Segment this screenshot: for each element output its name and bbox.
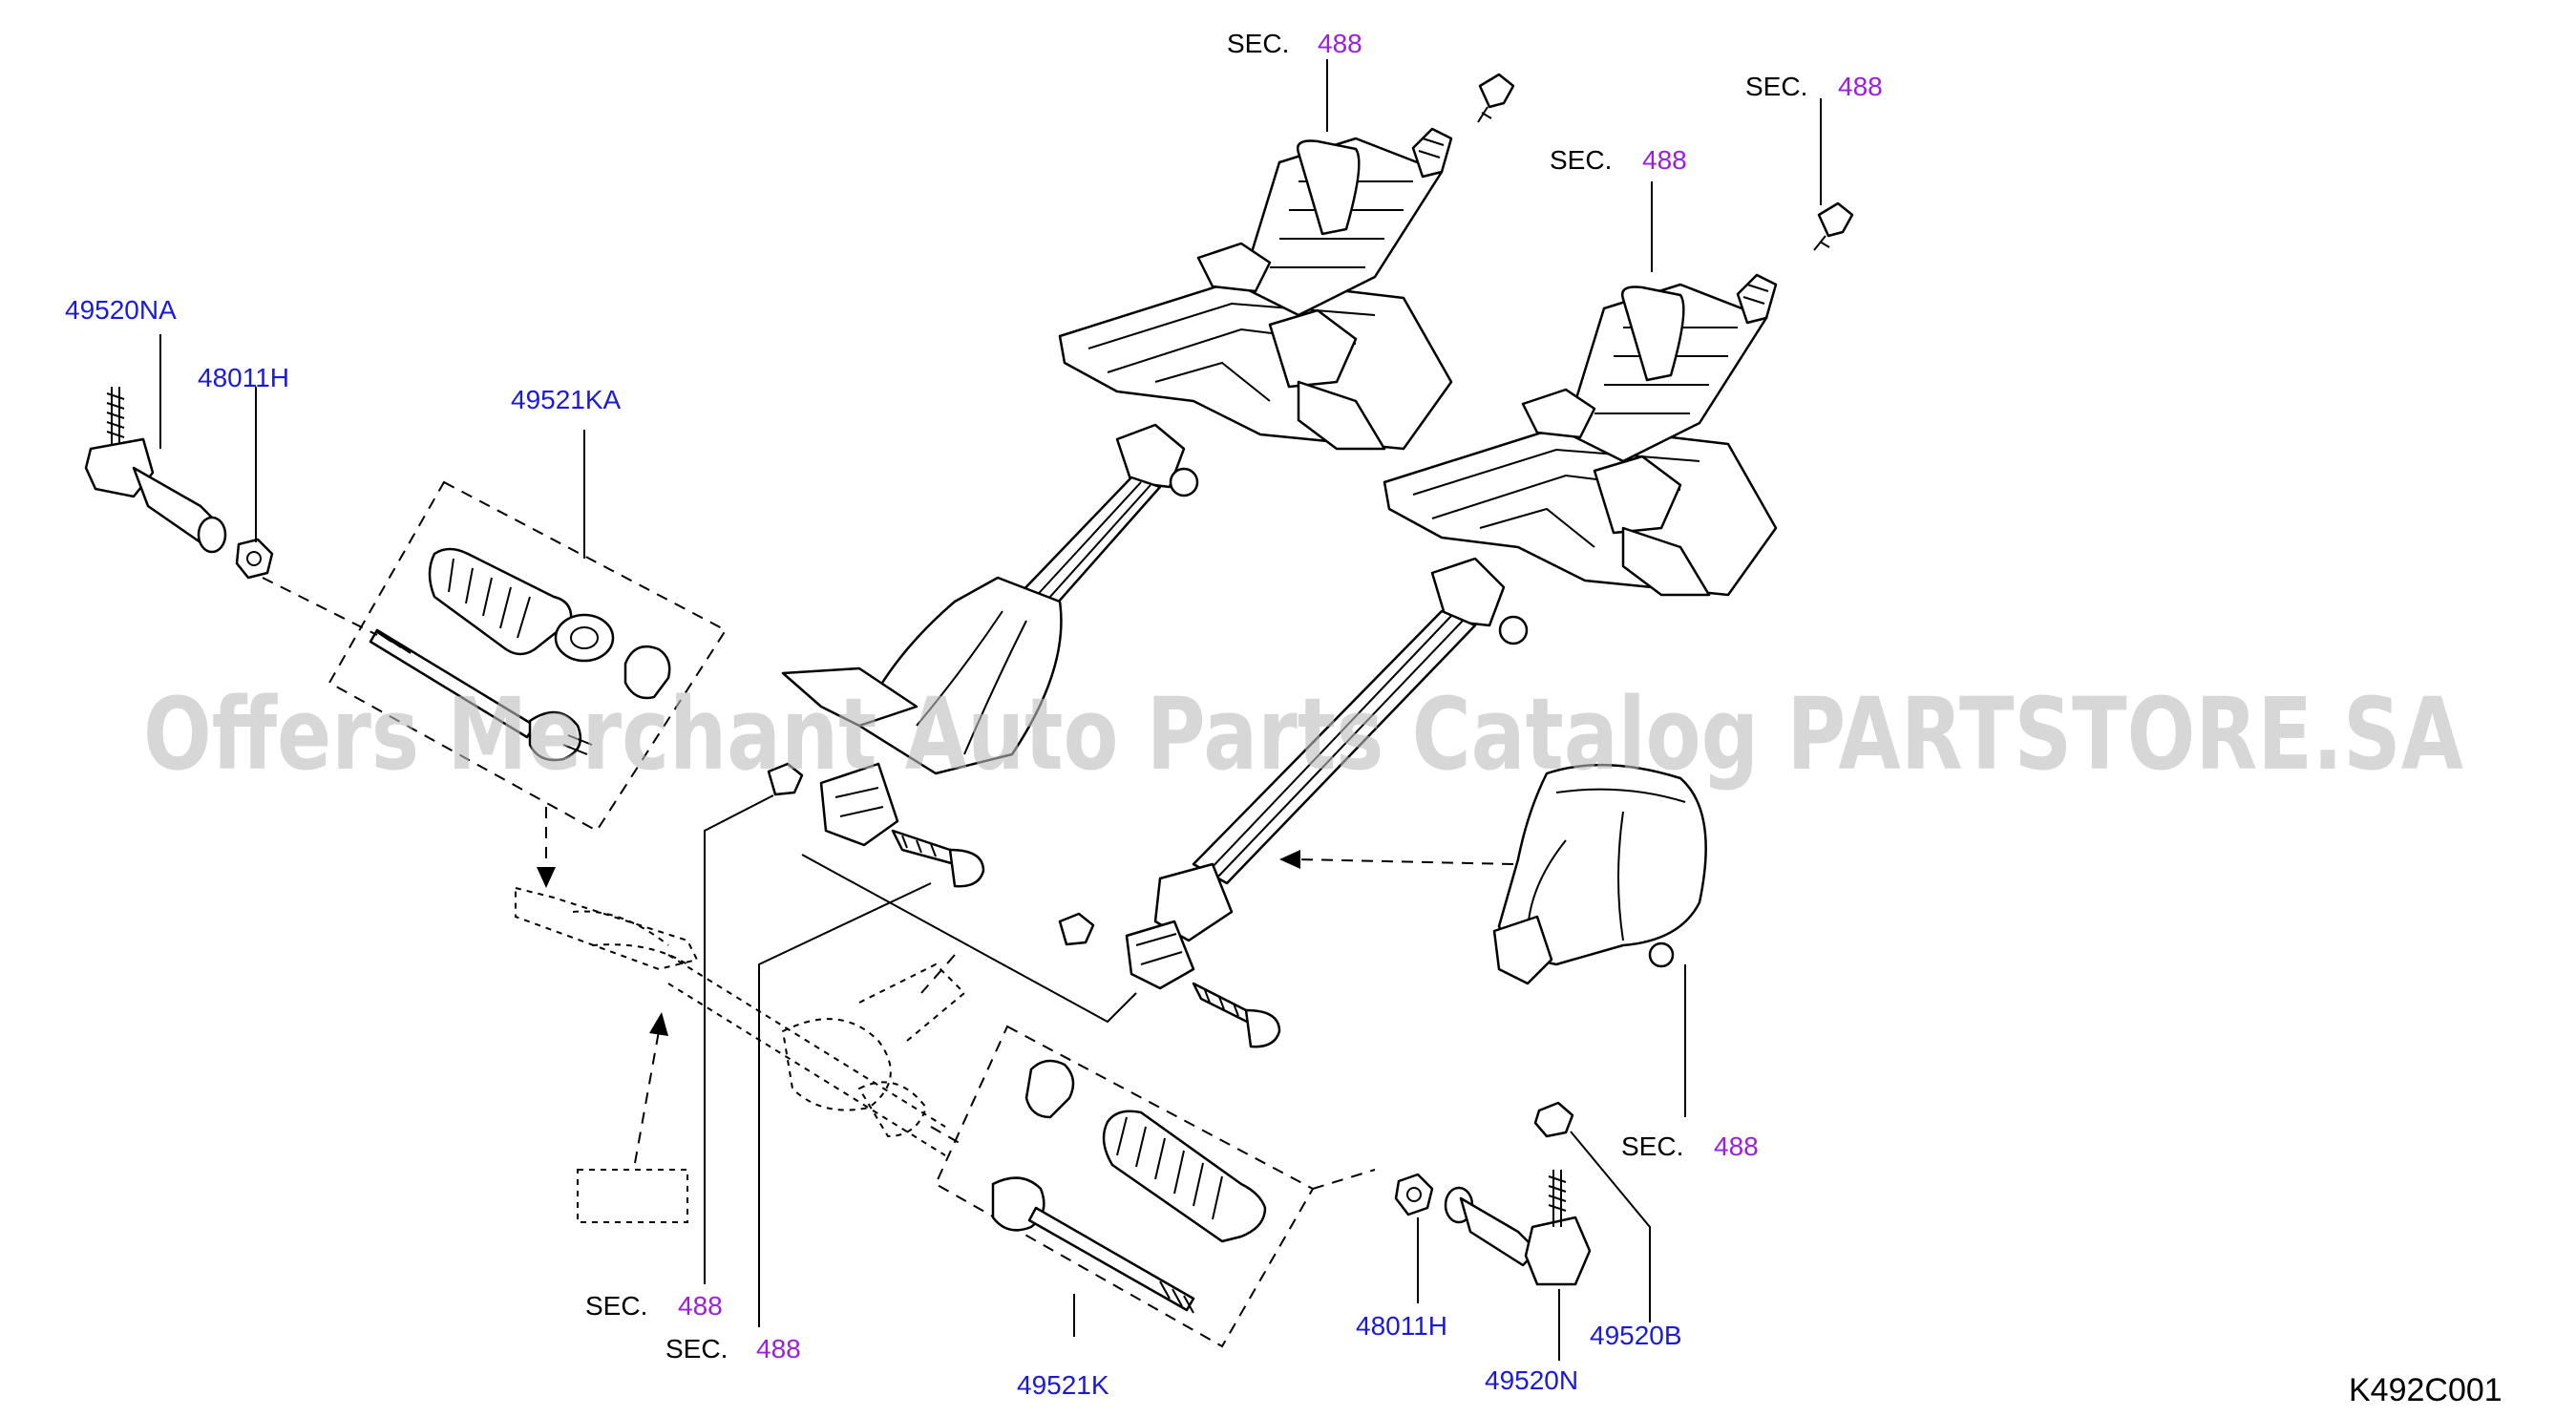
section-ref-middle-right[interactable]: SEC. 488 <box>1550 145 1687 175</box>
svg-text:SEC.: SEC. <box>1745 72 1807 101</box>
svg-text:49520N: 49520N <box>1485 1365 1578 1395</box>
bolt-top-lower[interactable] <box>1813 201 1854 251</box>
section-ref-bottom-left-1[interactable]: SEC. 488 <box>585 1291 723 1321</box>
dashed-link-gear-to-right-kit <box>920 954 965 1147</box>
steering-boot-left[interactable] <box>428 547 615 663</box>
part-label-48011H-right[interactable]: 48011H <box>1356 1311 1447 1341</box>
steering-column-assembly-lower[interactable] <box>1125 273 1778 990</box>
part-label-48011H-left[interactable]: 48011H <box>198 363 289 392</box>
tie-rod-end-outer-right[interactable] <box>1444 1170 1592 1286</box>
bolt-upper-column-lower[interactable] <box>891 829 985 888</box>
part-label-49521K[interactable]: 49521K <box>1017 1370 1109 1400</box>
section-ref-top-center[interactable]: SEC. 488 <box>1227 29 1362 58</box>
boot-clamp-right[interactable] <box>1024 1059 1075 1119</box>
section-ref-cover[interactable]: SEC. 488 <box>1621 1131 1759 1161</box>
arrow-cover-to-shaft <box>1279 850 1514 869</box>
dashed-link-tie-rods <box>262 577 1376 1190</box>
diagram-code: K492C001 <box>2349 1372 2502 1408</box>
part-label-49520N[interactable]: 49520N <box>1485 1365 1578 1395</box>
svg-text:488: 488 <box>1838 72 1883 101</box>
svg-text:488: 488 <box>1642 145 1687 175</box>
boot-kit-box-right <box>934 1025 1315 1348</box>
column-hole-cover[interactable] <box>1492 763 1707 985</box>
part-label-49520B[interactable]: 49520B <box>1590 1321 1682 1350</box>
nut-lower-column[interactable] <box>1058 912 1095 946</box>
tie-rod-end-outer-left[interactable] <box>84 387 227 554</box>
nut-upper-column-lower[interactable] <box>767 762 804 796</box>
part-label-49520NA[interactable]: 49520NA <box>65 295 177 325</box>
bolt-top-upper[interactable] <box>1477 73 1515 123</box>
svg-text:49521K: 49521K <box>1017 1370 1109 1400</box>
castle-nut-49520B[interactable] <box>1533 1101 1574 1138</box>
svg-text:48011H: 48011H <box>1356 1311 1447 1341</box>
tie-rod-lock-nut-right[interactable] <box>1394 1173 1434 1216</box>
svg-text:48011H: 48011H <box>198 363 289 392</box>
watermark-text: Offers Merchant Auto Parts Catalog PARTS… <box>143 676 2463 793</box>
leader-lines <box>159 59 1822 1361</box>
svg-text:SEC.: SEC. <box>665 1334 728 1364</box>
steering-column-assembly-upper[interactable] <box>781 127 1453 847</box>
inner-tie-rod-left[interactable] <box>369 628 593 762</box>
section-ref-top-right[interactable]: SEC. 488 <box>1745 72 1883 101</box>
tie-rod-lock-nut-left[interactable] <box>235 538 274 580</box>
svg-text:488: 488 <box>756 1334 801 1364</box>
svg-text:SEC.: SEC. <box>585 1291 647 1321</box>
svg-text:49521KA: 49521KA <box>511 385 622 414</box>
svg-text:SEC.: SEC. <box>1550 145 1612 175</box>
part-label-49521KA[interactable]: 49521KA <box>511 385 622 414</box>
svg-text:488: 488 <box>1318 29 1362 58</box>
arrow-to-gear-from-left-kit <box>537 807 556 888</box>
svg-text:49520B: 49520B <box>1590 1321 1682 1350</box>
svg-text:488: 488 <box>1714 1131 1759 1161</box>
arrow-from-gear-reference <box>634 1012 668 1164</box>
steering-gear-housing-reference <box>515 886 966 1223</box>
svg-text:SEC.: SEC. <box>1621 1131 1683 1161</box>
inner-tie-rod-right[interactable] <box>991 1176 1195 1314</box>
boot-clamp-left[interactable] <box>623 645 671 700</box>
svg-text:488: 488 <box>678 1291 723 1321</box>
svg-text:SEC.: SEC. <box>1227 29 1289 58</box>
steering-boot-right[interactable] <box>1102 1110 1267 1243</box>
section-ref-bottom-left-2[interactable]: SEC. 488 <box>665 1334 801 1364</box>
bolt-lower-column[interactable] <box>1192 982 1281 1048</box>
svg-text:49520NA: 49520NA <box>65 295 177 325</box>
